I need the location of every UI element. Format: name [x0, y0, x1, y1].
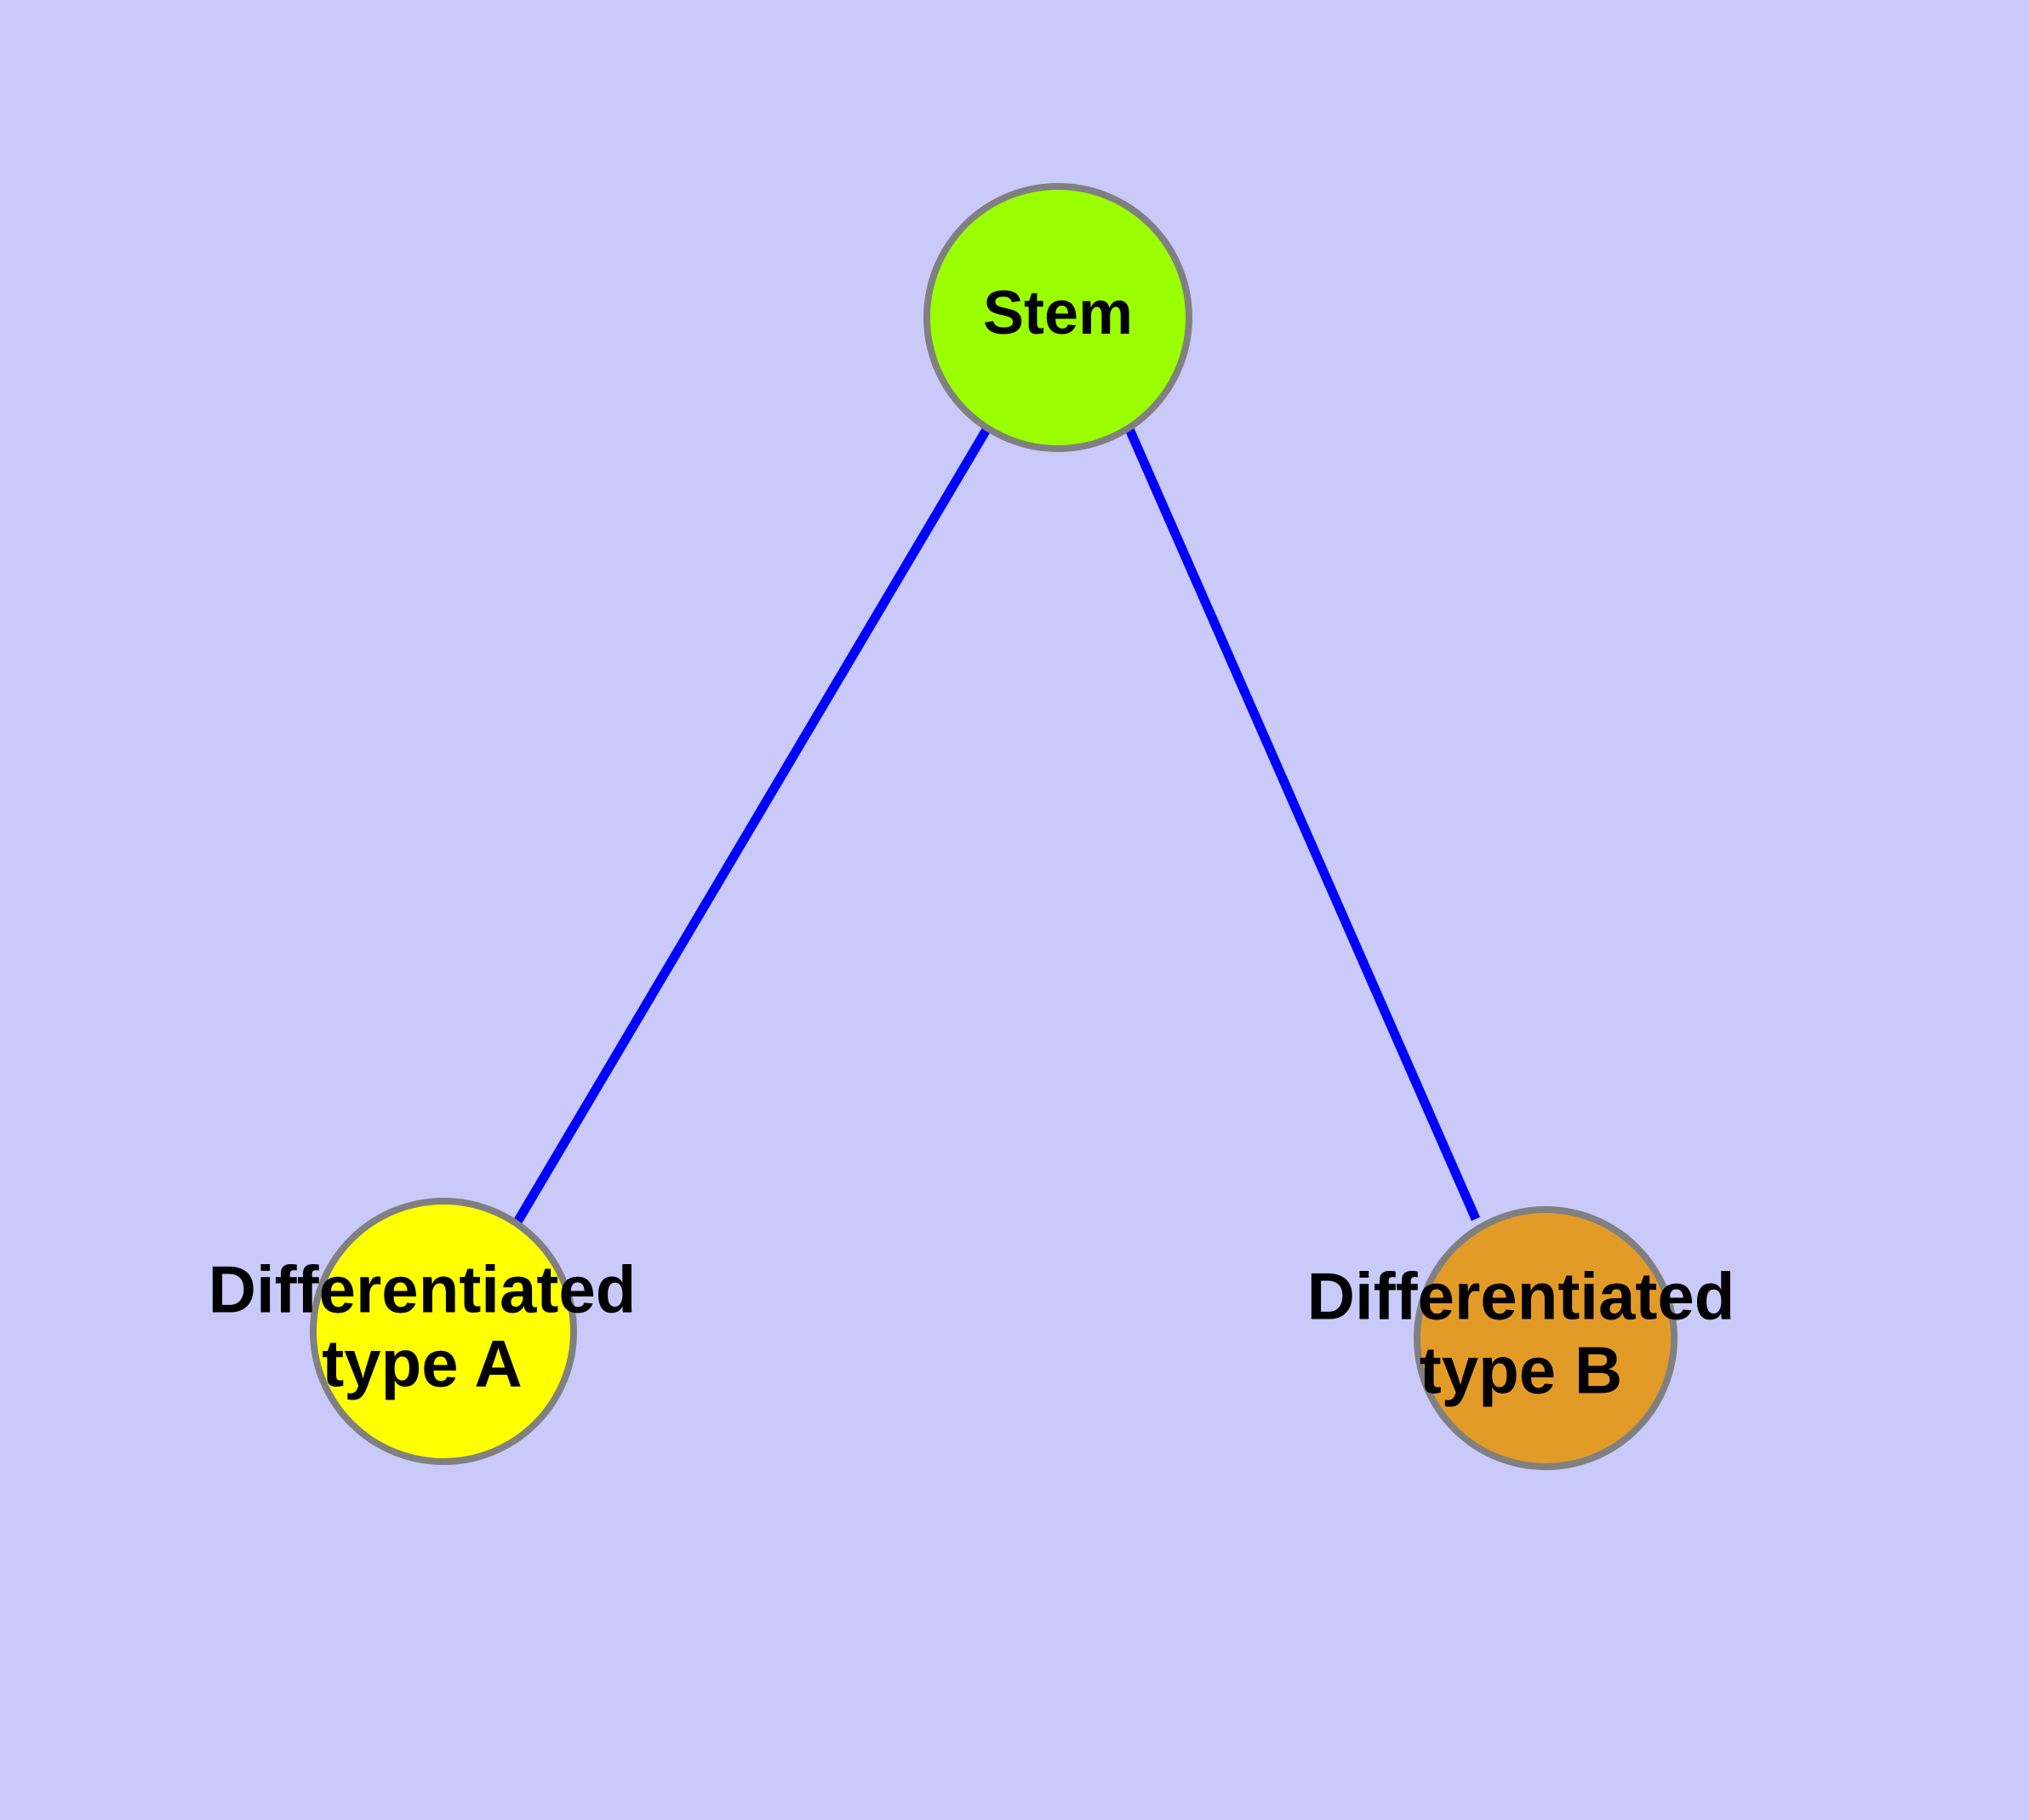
node-label-line: Differentiated [1307, 1258, 1735, 1333]
node-stem-label: Stem [983, 279, 1133, 347]
node-label-line: type B [1420, 1332, 1622, 1407]
edge-layer [512, 426, 1481, 1226]
node-label-line: Differentiated [209, 1251, 637, 1326]
edge-stem-to-diff-a[interactable] [512, 426, 992, 1226]
node-layer [310, 183, 1677, 1470]
node-label-line: Stem [983, 279, 1133, 347]
node-label-line: type A [322, 1325, 523, 1400]
node-stem-circle[interactable] [923, 183, 1192, 452]
edge-stem-to-diff-b[interactable] [1124, 426, 1481, 1222]
node-diff-a-circle[interactable] [310, 1198, 577, 1465]
node-diff-b-circle[interactable] [1414, 1206, 1677, 1470]
